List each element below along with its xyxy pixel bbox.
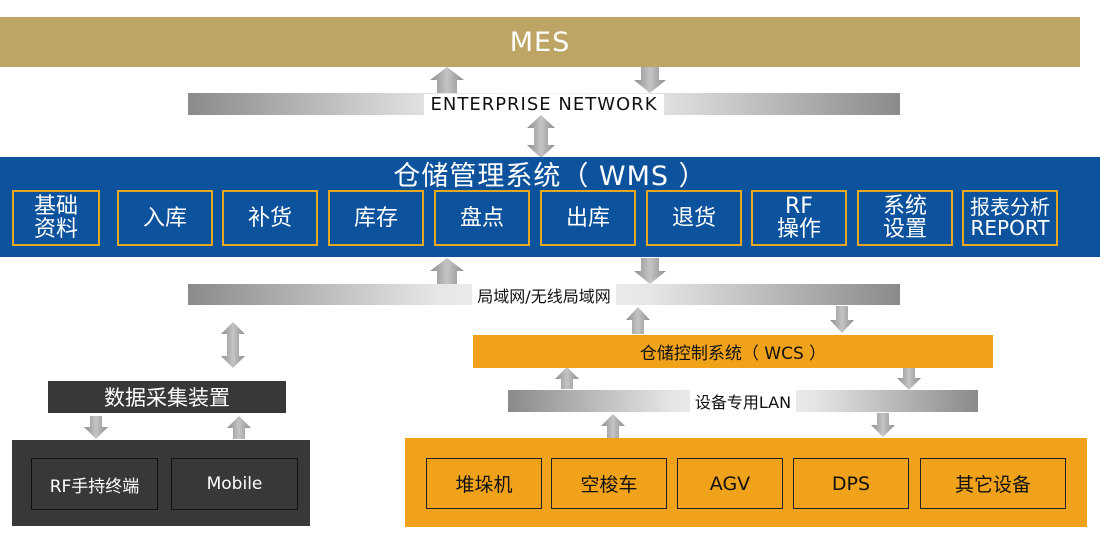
terminals-block: [12, 440, 310, 526]
mes-label: MES: [509, 26, 571, 58]
lan-bar: 局域网/无线局域网: [188, 282, 900, 307]
down-arrow-wms-lan: [634, 258, 666, 284]
up-arrow-terminal: [227, 416, 251, 439]
lan-label: 局域网/无线局域网: [472, 282, 616, 307]
equipment-agv: AGV: [677, 458, 783, 509]
equipment-other: 其它设备: [920, 458, 1066, 509]
wms-module-return: 退货: [646, 190, 742, 246]
wms-module-stocktake: 盘点: [434, 190, 530, 246]
double-arrow-wms: [527, 115, 555, 158]
data-collection-label: 数据采集装置: [104, 386, 230, 410]
data-collection-block: 数据采集装置: [48, 381, 286, 413]
wcs-label: 仓储控制系统（ WCS ）: [639, 344, 827, 364]
wms-title: 仓储管理系统（ WMS ）: [393, 161, 707, 192]
equipment-stacker-crane: 堆垛机: [426, 458, 542, 509]
wcs-block: 仓储控制系统（ WCS ）: [473, 335, 993, 368]
wms-module-inbound: 入库: [117, 190, 213, 246]
up-arrow-mes: [430, 67, 464, 93]
enterprise-network-label: ENTERPRISE NETWORK: [424, 93, 664, 115]
device-lan-label: 设备专用LAN: [689, 389, 797, 413]
up-arrow-devlan: [555, 367, 579, 389]
terminal-mobile: Mobile: [171, 458, 298, 510]
up-arrow-equip: [601, 414, 625, 438]
equipment-dps: DPS: [793, 458, 909, 509]
down-arrow-wcs: [830, 306, 854, 333]
down-arrow-equip: [871, 413, 895, 437]
up-arrow-wcs: [626, 307, 650, 334]
wms-module-outbound: 出库: [540, 190, 636, 246]
wms-module-basic-data: 基础资料: [12, 190, 100, 246]
down-arrow-devlan: [897, 368, 921, 390]
equipment-block: [405, 438, 1087, 527]
device-lan-bar: 设备专用LAN: [508, 389, 978, 413]
equipment-shuttle-car: 空梭车: [551, 458, 667, 509]
down-arrow-terminal: [84, 416, 108, 439]
wms-module-system-settings: 系统设置: [857, 190, 953, 246]
mes-block: MES: [0, 17, 1080, 67]
double-arrow-dcol: [221, 322, 245, 368]
down-arrow-mes: [634, 67, 666, 93]
wms-module-replenish: 补货: [222, 190, 318, 246]
terminal-rf-handheld: RF手持终端: [31, 458, 158, 510]
up-arrow-wms-lan: [430, 258, 464, 284]
wms-module-inventory: 库存: [328, 190, 424, 246]
enterprise-network-bar: ENTERPRISE NETWORK: [188, 93, 900, 115]
